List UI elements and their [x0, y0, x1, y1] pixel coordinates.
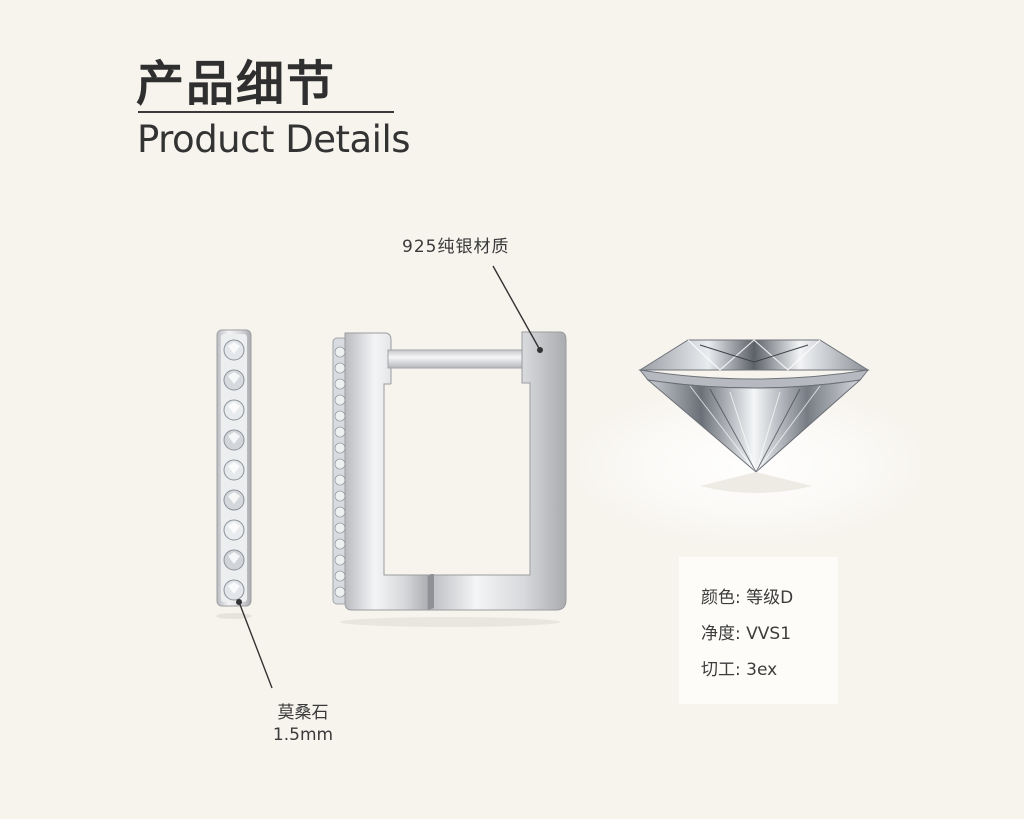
spec-label: 净度: — [701, 624, 741, 644]
stone-name-label: 莫桑石 — [277, 703, 329, 723]
stone-size-label: 1.5mm — [272, 725, 334, 745]
page-title-chinese: 产品细节 — [136, 56, 337, 112]
earring-front-view — [332, 331, 567, 627]
spec-row-color: 颜色: 等级D — [701, 583, 793, 608]
stone-pointer-dot — [236, 599, 242, 605]
spec-card: 颜色: 等级D 净度: VVS1 切工: 3ex — [679, 557, 838, 704]
title-divider — [138, 111, 394, 113]
stone-pointer-line — [238, 601, 273, 689]
spec-value: VVS1 — [746, 624, 792, 644]
spec-row-cut: 切工: 3ex — [701, 655, 777, 680]
page-title-english: Product Details — [137, 118, 411, 161]
spec-label: 颜色: — [701, 588, 741, 608]
moissanite-stone-row — [223, 339, 245, 601]
spec-value: 3ex — [746, 660, 778, 680]
stone-callout: 莫桑石 1.5mm — [270, 702, 336, 746]
moissanite-diamond-image — [638, 339, 870, 493]
earring-side-view — [216, 329, 252, 619]
spec-label: 切工: — [701, 660, 741, 680]
material-pointer-dot — [537, 347, 543, 353]
spec-row-clarity: 净度: VVS1 — [701, 619, 791, 644]
material-callout: 925纯银材质 — [402, 237, 510, 257]
material-pointer-line — [492, 265, 541, 351]
spec-value: 等级D — [746, 588, 794, 608]
